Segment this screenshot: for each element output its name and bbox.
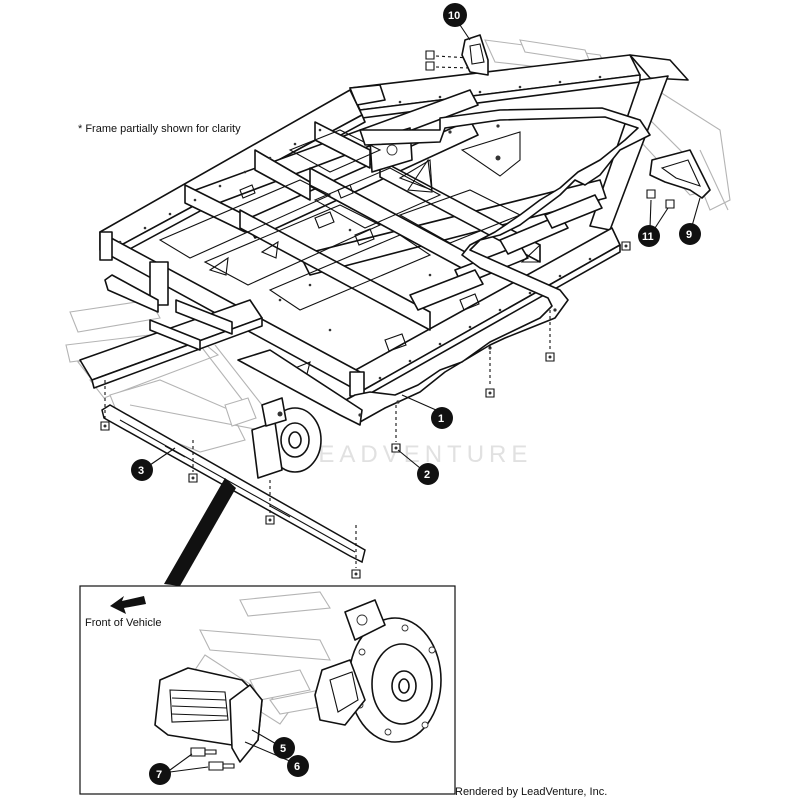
skid-plate-main <box>104 107 651 426</box>
frame-note: * Frame partially shown for clarity <box>78 123 241 135</box>
detail-inset: Front of Vehicle <box>79 585 456 795</box>
wheel-hub <box>251 397 322 479</box>
callout-11: 11 <box>642 231 654 243</box>
render-credit: Rendered by LeadVenture, Inc. <box>455 786 607 798</box>
callouts: 1 2 3 5 6 7 9 10 11 <box>131 3 701 785</box>
callout-7: 7 <box>156 769 162 781</box>
callout-9: 9 <box>686 229 692 241</box>
inset-pointer <box>164 478 236 586</box>
callout-1: 1 <box>438 413 444 425</box>
inset-label: Front of Vehicle <box>85 617 161 629</box>
bolt-set <box>100 50 631 579</box>
guard-part-10 <box>461 34 489 76</box>
side-strip <box>101 404 366 564</box>
callout-3: 3 <box>138 465 144 477</box>
callout-6: 6 <box>294 761 300 773</box>
main-frame <box>79 54 689 399</box>
guard-part-9 <box>646 149 711 209</box>
frame-holes <box>118 75 602 380</box>
front-arrow-icon <box>110 596 146 614</box>
callout-2: 2 <box>424 469 430 481</box>
watermark: LEADVENTURE <box>300 441 532 468</box>
callout-10: 10 <box>448 10 460 22</box>
callout-5: 5 <box>280 743 286 755</box>
